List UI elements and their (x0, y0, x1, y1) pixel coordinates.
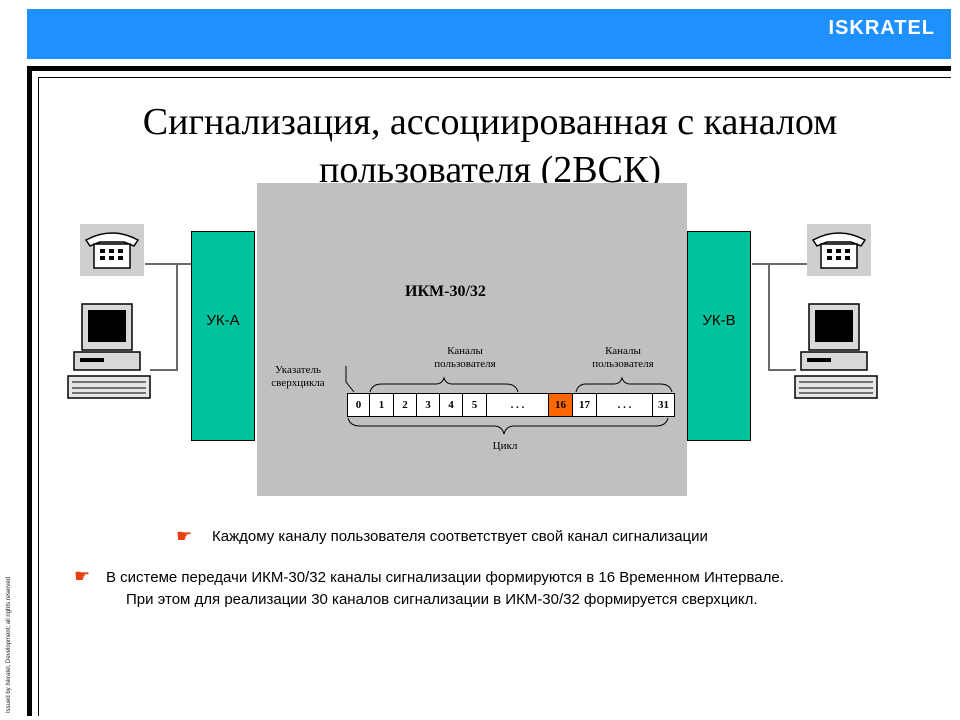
ikm-label: ИКМ-30/32 (405, 283, 486, 301)
telephone-icon (80, 224, 144, 276)
slot-31: 31 (653, 394, 674, 416)
uk-a-label: УК-А (192, 312, 254, 329)
slot-ellipsis-1: . . . (487, 394, 549, 416)
copyright-side-text: Issued by Iskratel, Development; all rig… (6, 577, 12, 713)
line-phone-a (145, 263, 192, 265)
line-pc-b-v (768, 263, 770, 371)
superframe-pointer-label: Указатель сверхцикла (258, 364, 338, 390)
uk-a-block: УК-А (191, 231, 255, 441)
frame-left-rule-thin (38, 77, 39, 716)
slot-1: 1 (370, 394, 394, 416)
cycle-label: Цикл (485, 440, 525, 453)
slot-3: 3 (417, 394, 440, 416)
frame-left-rule (27, 66, 32, 716)
telephone-icon (807, 224, 871, 276)
computer-icon (66, 302, 152, 402)
slot-4: 4 (440, 394, 463, 416)
frame-top-rule (27, 66, 951, 71)
iskratel-logo: ISKRATEL (828, 17, 935, 40)
line-phone-b (752, 263, 807, 265)
slot-17: 17 (573, 394, 597, 416)
uk-b-block: УК-В (687, 231, 751, 441)
note-1: Каждому каналу пользователя соответствуе… (212, 528, 708, 545)
slot-0: 0 (348, 394, 370, 416)
computer-icon (793, 302, 879, 402)
header-bar: ISKRATEL (27, 9, 951, 59)
slot-2: 2 (394, 394, 417, 416)
line-pc-a-h (150, 369, 178, 371)
line-pc-b-h (768, 369, 796, 371)
frame-slots: 0 1 2 3 4 5 . . . 16 17 . . . 31 (347, 393, 675, 417)
frame-top-rule-thin (38, 77, 951, 78)
slot-ellipsis-2: . . . (597, 394, 653, 416)
line-pc-a-v (176, 263, 178, 371)
note-2-line-2: При этом для реализации 30 каналов сигна… (126, 591, 906, 608)
slot-16: 16 (549, 394, 573, 416)
ikm-area (257, 183, 687, 496)
note-2-line-1: В системе передачи ИКМ-30/32 каналы сигн… (106, 569, 906, 586)
slot-5: 5 (463, 394, 487, 416)
title-line-1: Сигнализация, ассоциированная с каналом (60, 98, 920, 146)
pointing-hand-icon: ☛ (74, 566, 90, 587)
uk-b-label: УК-В (688, 312, 750, 329)
pointing-hand-icon: ☛ (176, 526, 192, 547)
slide-title: Сигнализация, ассоциированная с каналом … (60, 98, 920, 194)
